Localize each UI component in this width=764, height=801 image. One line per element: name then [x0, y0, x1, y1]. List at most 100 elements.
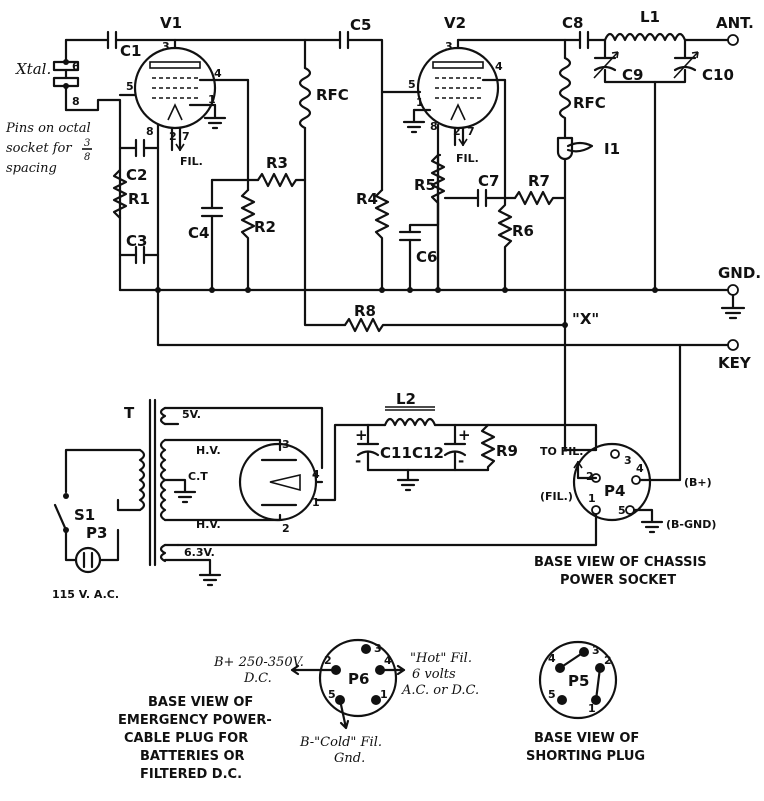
- pins-note-1: Pins on octal: [5, 121, 91, 136]
- capacitor-c6: C6: [398, 230, 437, 292]
- t-hv-top-label: H.V.: [196, 444, 221, 457]
- c6-label: C6: [416, 248, 437, 266]
- p6-hot-2: 6 volts: [412, 667, 456, 682]
- r2-label: R2: [254, 218, 276, 236]
- p4-fil-label: (FIL.): [540, 490, 573, 503]
- p6-pin-1: 1: [380, 688, 388, 701]
- p4-pin-1: 1: [588, 492, 596, 505]
- p6-cold-1: B-"Cold" Fil.: [299, 735, 382, 750]
- p4-to-fil-label: TO FIL.: [540, 445, 583, 458]
- p4-bgnd-label: (B-GND): [666, 518, 716, 531]
- p6-caption-2: EMERGENCY POWER-: [118, 713, 272, 728]
- capacitor-c5: C5: [338, 16, 371, 50]
- p6-caption-1: BASE VIEW OF: [148, 695, 253, 710]
- t-6v-label: 6.3V.: [184, 546, 215, 559]
- resistor-r3: R3: [256, 154, 307, 188]
- t-5v-label: 5V.: [182, 408, 201, 421]
- v1-pin-7: 7: [182, 130, 190, 143]
- c11-label: C11: [380, 444, 412, 462]
- p5-pin-2: 2: [604, 654, 612, 667]
- capacitor-c3: C3: [118, 232, 160, 265]
- v1-pin-1: 1: [208, 93, 216, 106]
- variable-capacitor-c9: C9: [593, 51, 643, 84]
- p6-pin-4: 4: [384, 654, 392, 667]
- p4-pin-4: 4: [636, 462, 644, 475]
- power-socket-p4: 3 2 4 1 5 P4: [572, 442, 652, 522]
- v2-label: V2: [444, 14, 466, 32]
- ac-input-label: 115 V. A.C.: [52, 588, 119, 601]
- xtal-pin-6: 6: [72, 60, 80, 73]
- switch-s1: S1: [53, 493, 95, 533]
- p4-label: P4: [604, 482, 625, 500]
- v1-pin-4: 4: [214, 67, 222, 80]
- shorting-plug-p5: 3 4 2 5 1 P5: [538, 640, 618, 720]
- p5-pin-3: 3: [592, 644, 600, 657]
- resistor-r2: R2: [240, 188, 276, 292]
- r8-label: R8: [354, 302, 376, 320]
- p4-pin-3: 3: [624, 454, 632, 467]
- p6-pin-2: 2: [324, 654, 332, 667]
- p4-pin-5: 5: [618, 504, 626, 517]
- c7-label: C7: [478, 172, 499, 190]
- p4-bplus-label: (B+): [684, 476, 712, 489]
- tube-v1: V1 3 4 5 1 8 2 7 FIL.: [118, 14, 250, 168]
- v2-pin-1: 1: [416, 96, 424, 109]
- p5-pin-4: 4: [548, 652, 556, 665]
- p6-bplus-2: D.C.: [243, 671, 272, 686]
- p3-label: P3: [86, 524, 107, 542]
- c12-plus: +: [458, 426, 471, 444]
- p5-caption-1: BASE VIEW OF: [534, 731, 639, 746]
- resistor-r1: R1: [112, 168, 150, 220]
- transformer-t: T: [124, 398, 167, 567]
- rfc-choke-1: RFC: [298, 38, 349, 182]
- p6-hot-1: "Hot" Fil.: [410, 651, 472, 666]
- emergency-plug-p6: 3 4 2 5 1 P6: [290, 638, 406, 730]
- coil-l1: L1: [603, 8, 687, 42]
- rfc1-label: RFC: [316, 86, 349, 104]
- v1-fil-label: FIL.: [180, 155, 203, 168]
- r7-label: R7: [528, 172, 550, 190]
- rfc2-label: RFC: [573, 94, 606, 112]
- crystal-xtal: Xtal. 6 8: [15, 38, 80, 112]
- c11-minus: -: [355, 452, 361, 470]
- capacitor-c12: + - C12: [412, 423, 471, 472]
- p6-caption-4: BATTERIES OR: [140, 749, 245, 764]
- p4-caption-2: POWER SOCKET: [560, 573, 676, 588]
- x-point-label: "X": [572, 310, 599, 328]
- xtal-pin-8: 8: [72, 95, 80, 108]
- r3-label: R3: [266, 154, 288, 172]
- rect-pin-3: 3: [282, 438, 290, 451]
- c12-minus: -: [458, 452, 464, 470]
- resistor-r4: R4: [356, 188, 390, 292]
- variable-capacitor-c10: C10: [673, 51, 734, 84]
- t-hv-bot-label: H.V.: [196, 518, 221, 531]
- p6-pin-5: 5: [328, 688, 336, 701]
- capacitor-c4: C4: [188, 178, 224, 292]
- p6-bplus-1: B+ 250-350V.: [213, 655, 304, 670]
- p6-caption-3: CABLE PLUG FOR: [124, 731, 248, 746]
- plug-p3: P3: [74, 524, 107, 574]
- v2-pin-4: 4: [495, 60, 503, 73]
- xtal-label: Xtal.: [15, 60, 51, 78]
- resistor-r9: R9: [480, 423, 518, 472]
- p5-label: P5: [568, 672, 589, 690]
- v2-pin-5: 5: [408, 78, 416, 91]
- v1-label: V1: [160, 14, 182, 32]
- c4-label: C4: [188, 224, 209, 242]
- p5-caption-2: SHORTING PLUG: [526, 749, 645, 764]
- capacitor-c1: C1: [106, 30, 141, 60]
- rect-pin-4: 4: [312, 468, 320, 481]
- tube-v2: V2 3 4 5 1 8 2 7 FIL.: [408, 14, 507, 165]
- pins-note-3: spacing: [6, 161, 57, 176]
- v2-pin-8: 8: [430, 120, 438, 133]
- p4-caption-1: BASE VIEW OF CHASSIS: [534, 555, 707, 570]
- filter-choke-l2: L2: [383, 390, 437, 427]
- p5-pin-1: 1: [588, 702, 596, 715]
- resistor-r8: R8: [343, 302, 567, 333]
- s1-label: S1: [74, 506, 95, 524]
- rect-pin-2: 2: [282, 522, 290, 535]
- c9-label: C9: [622, 66, 643, 84]
- capacitor-c2: C2: [118, 138, 160, 184]
- v2-pin-2: 2: [453, 125, 461, 138]
